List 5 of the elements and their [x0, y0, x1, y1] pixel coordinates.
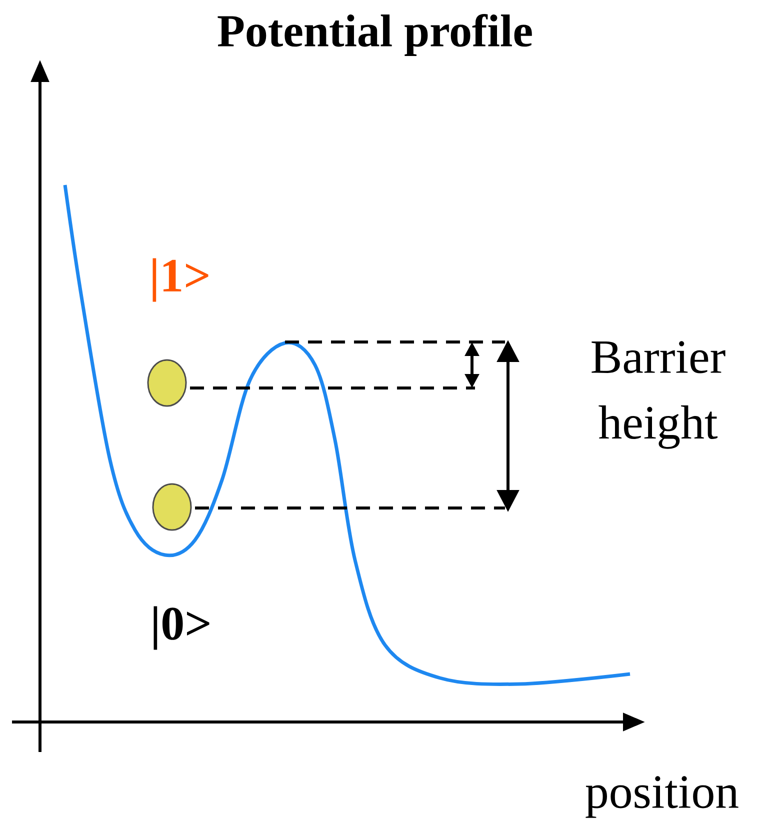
state-label: |0>: [154, 606, 210, 650]
annotation-label: Barrier height: [592, 341, 726, 449]
axis-label: position: [586, 776, 738, 818]
title: Potential profile: [218, 14, 532, 56]
state-label: |1>: [152, 258, 208, 302]
